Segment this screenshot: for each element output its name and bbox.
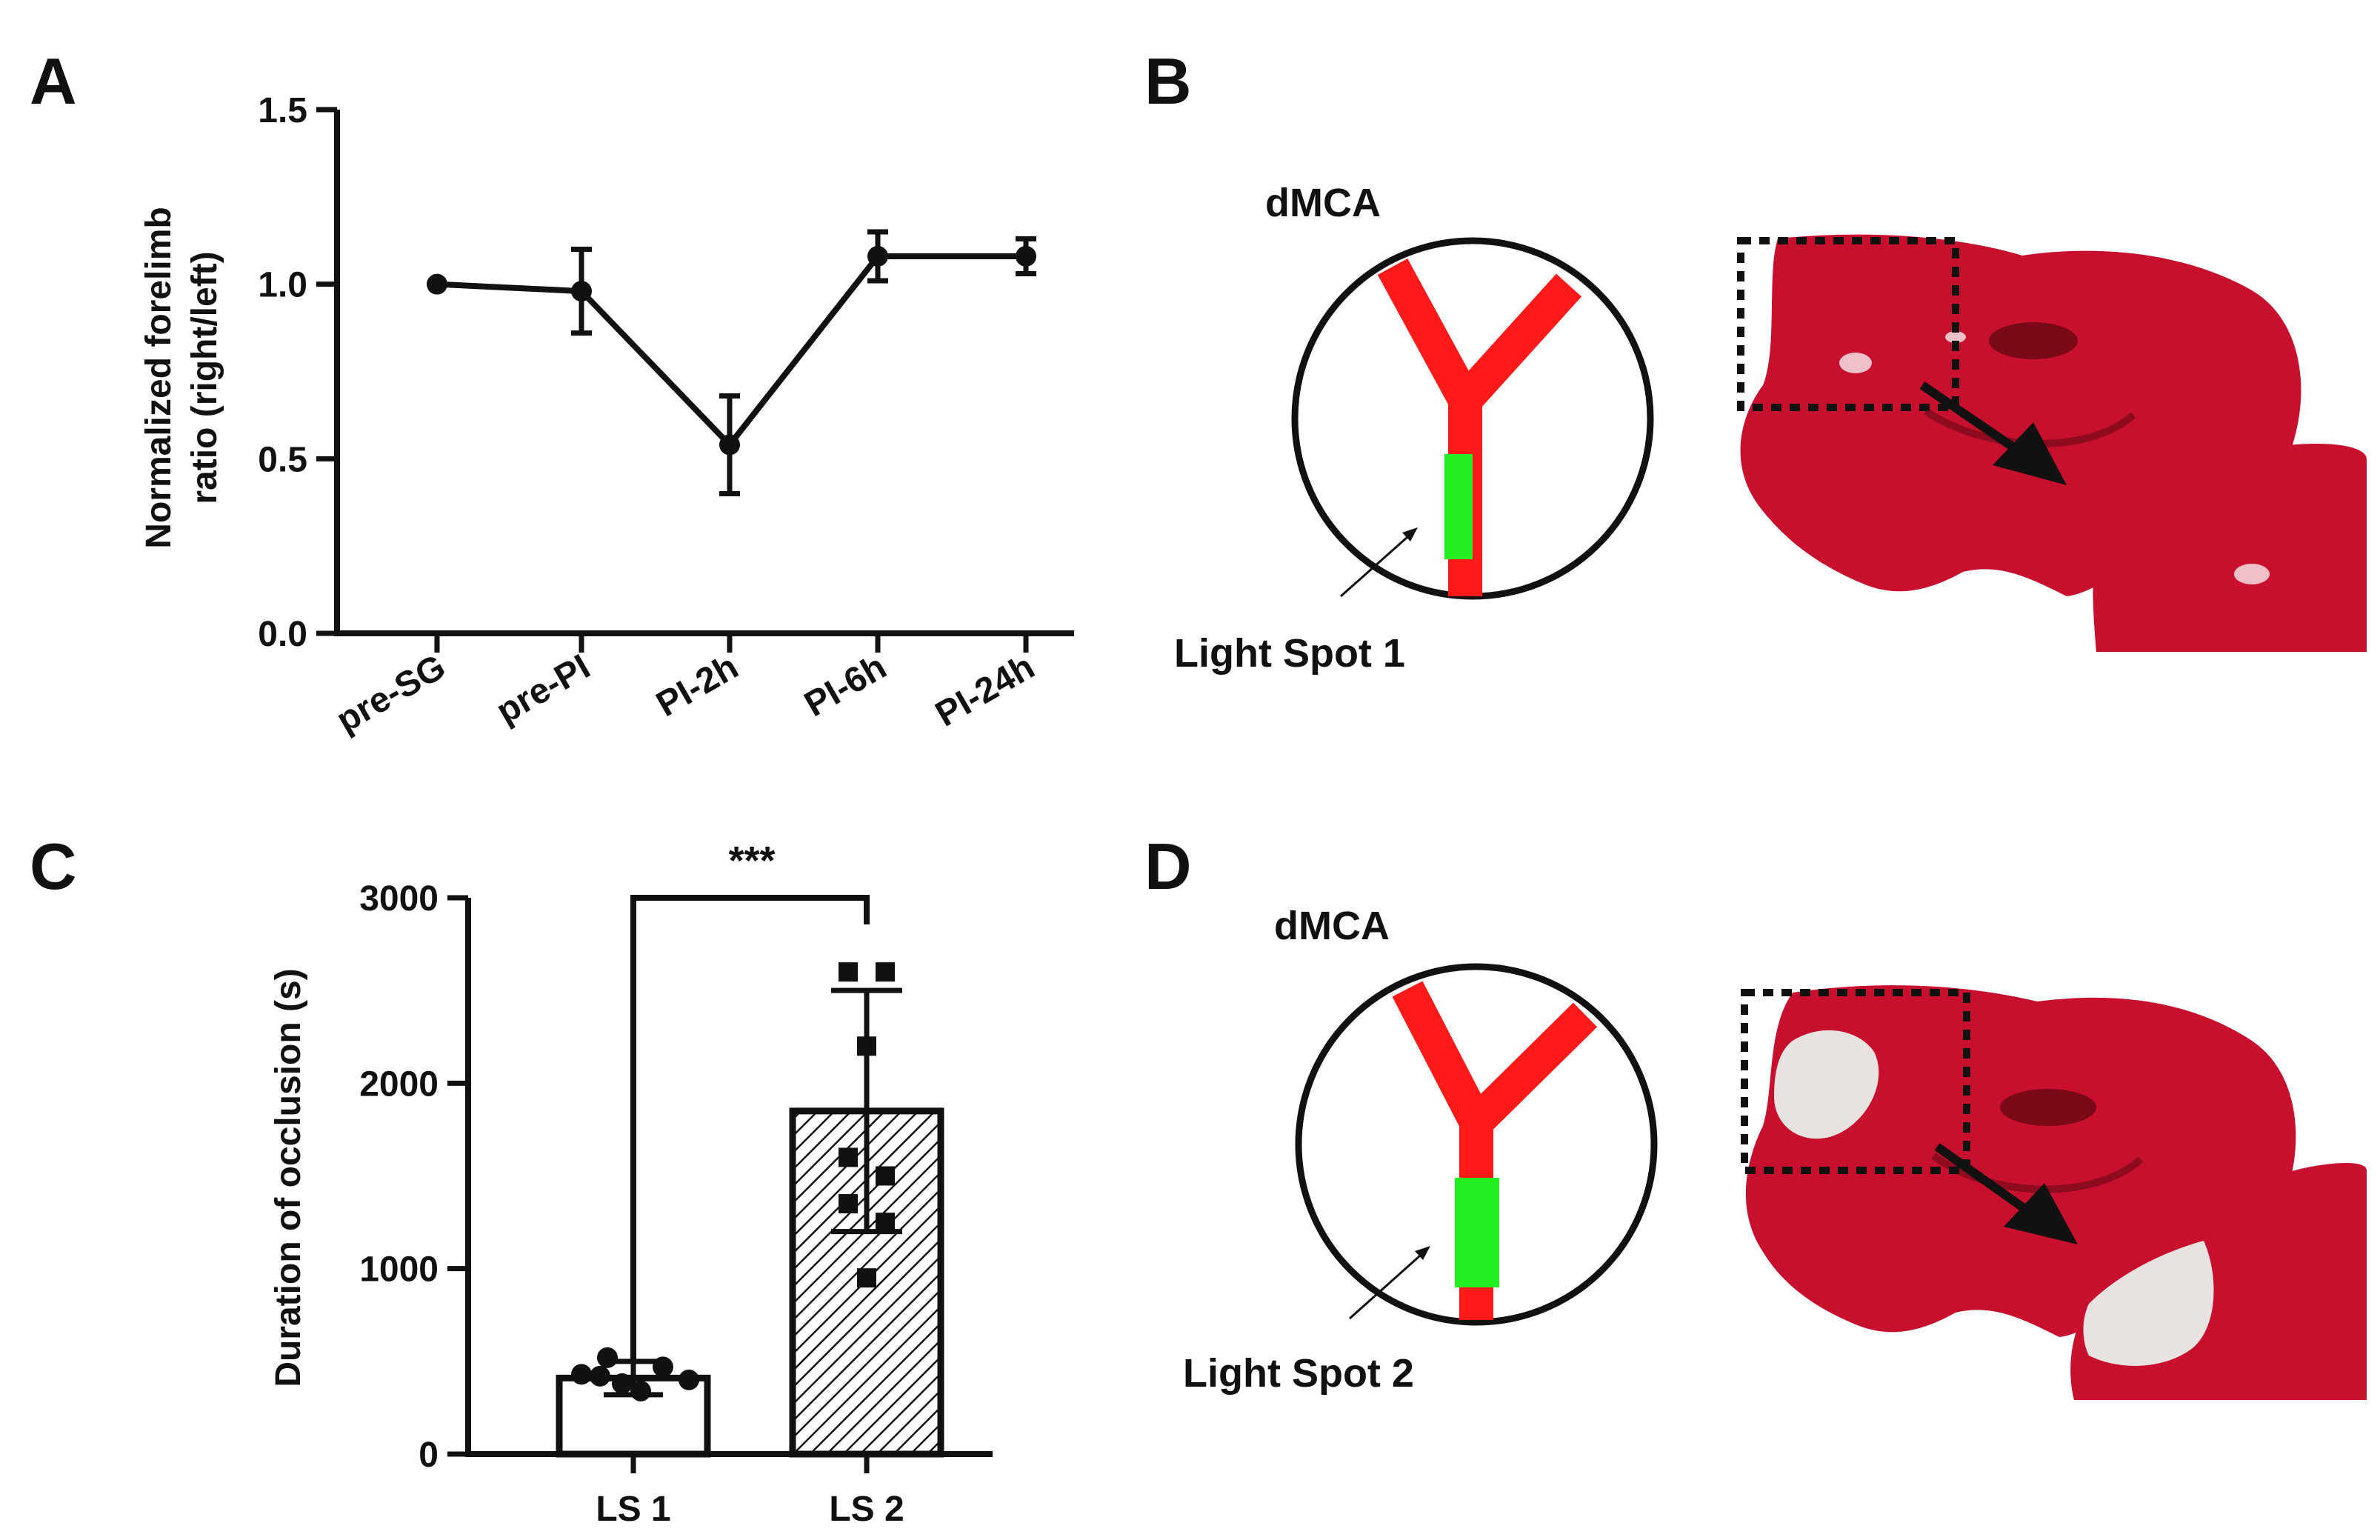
light-spot-2-marker bbox=[1455, 1178, 1499, 1287]
tissue-highlight bbox=[1945, 331, 1966, 343]
data-point bbox=[427, 273, 447, 295]
individual-point bbox=[612, 1373, 633, 1394]
individual-point bbox=[839, 1147, 858, 1167]
zoom-region-box bbox=[1737, 237, 1959, 411]
infarct-region bbox=[1774, 1030, 1879, 1139]
individual-point bbox=[590, 1365, 610, 1387]
panel-d: D dMCA Light Spot 2 bbox=[1144, 830, 2367, 1400]
zoom-arrow-head bbox=[1993, 422, 2067, 485]
panel-b: B dMCA Light Spot 1 bbox=[1144, 44, 2367, 676]
tissue-highlight bbox=[1839, 353, 1872, 373]
panel-b-spot-label: Light Spot 1 bbox=[1174, 631, 1405, 676]
ventricle bbox=[2000, 1089, 2096, 1126]
x-tick-label: PI-6h bbox=[798, 647, 893, 725]
x-tick-label: pre-PI bbox=[490, 647, 596, 732]
zoom-arrow-head bbox=[2004, 1183, 2078, 1244]
individual-point bbox=[876, 1213, 895, 1233]
panel-b-vessel-label: dMCA bbox=[1265, 181, 1381, 225]
panel-d-letter: D bbox=[1144, 830, 1192, 903]
panel-d-spot-label: Light Spot 2 bbox=[1183, 1351, 1414, 1396]
y-tick-label: 2000 bbox=[359, 1064, 439, 1104]
vessel-diagram-1 bbox=[1291, 237, 1654, 600]
panel-c-letter: C bbox=[30, 830, 77, 903]
individual-point bbox=[571, 1364, 592, 1385]
panel-a-ylabel-line1: Normalized forelimb bbox=[139, 207, 179, 548]
individual-point bbox=[839, 962, 858, 982]
panel-d-vessel-label: dMCA bbox=[1274, 904, 1390, 948]
individual-point bbox=[679, 1369, 699, 1390]
panel-c-bar-chart: 0 1000 2000 3000 LS 1 LS 2 bbox=[359, 879, 993, 1529]
y-tick-label: 3000 bbox=[359, 879, 439, 919]
x-tick-label: pre-SG bbox=[330, 647, 452, 741]
x-tick-label: PI-24h bbox=[929, 647, 1041, 735]
individual-point bbox=[876, 962, 895, 982]
panel-a-ylabel-line2: ratio (right/left) bbox=[185, 251, 224, 504]
light-spot-1-marker bbox=[1444, 454, 1473, 559]
significance-bracket bbox=[630, 895, 870, 1359]
pointer-arrow-head bbox=[1402, 527, 1418, 541]
y-tick-label: 0.0 bbox=[258, 615, 307, 654]
individual-point bbox=[630, 1380, 651, 1401]
panel-a: A Normalized forelimb ratio (right/left)… bbox=[30, 44, 1074, 741]
data-point bbox=[719, 434, 740, 456]
zoom-region-box bbox=[1741, 989, 1970, 1174]
individual-point bbox=[857, 1268, 876, 1288]
brain-section-1 bbox=[1737, 234, 2367, 652]
data-point bbox=[571, 281, 592, 302]
zoomed-inset bbox=[2093, 444, 2367, 652]
ventricle bbox=[1989, 322, 2078, 359]
significance-stars: *** bbox=[728, 839, 775, 883]
infarct-region-zoomed bbox=[2083, 1241, 2214, 1366]
y-tick-label: 0.5 bbox=[258, 440, 307, 479]
x-tick-label: LS 2 bbox=[829, 1490, 904, 1529]
pointer-arrow-line bbox=[1340, 530, 1414, 598]
data-point bbox=[867, 245, 888, 267]
brain-section-2 bbox=[1741, 985, 2367, 1400]
x-tick-label: PI-2h bbox=[650, 647, 744, 725]
individual-point bbox=[857, 1036, 876, 1056]
panel-c-ylabel: Duration of occlusion (s) bbox=[269, 968, 308, 1387]
panel-a-line-chart: 0.0 0.5 1.0 1.5 pre-SG pre-PI PI-2h PI-6h PI-24h bbox=[258, 91, 1074, 741]
data-point bbox=[1016, 245, 1036, 267]
pointer-arrow-line bbox=[1349, 1249, 1427, 1320]
pointer-arrow-head bbox=[1415, 1246, 1430, 1260]
y-tick-label: 1.0 bbox=[258, 266, 307, 305]
y-tick-label: 0 bbox=[419, 1436, 439, 1475]
x-tick-label: LS 1 bbox=[596, 1490, 670, 1529]
individual-point bbox=[876, 1166, 895, 1186]
tissue-highlight bbox=[2234, 564, 2270, 584]
vessel-diagram-2 bbox=[1295, 963, 1658, 1326]
panel-a-letter: A bbox=[30, 44, 77, 118]
zoom-arrow-line bbox=[1919, 381, 2025, 457]
individual-point bbox=[597, 1347, 618, 1368]
y-tick-label: 1.5 bbox=[258, 91, 307, 130]
panel-b-letter: B bbox=[1144, 44, 1192, 118]
y-tick-label: 1000 bbox=[359, 1250, 439, 1290]
panel-c: C Duration of occlusion (s) 0 1000 2000 300… bbox=[30, 830, 993, 1529]
individual-point bbox=[653, 1356, 673, 1378]
individual-point bbox=[839, 1194, 858, 1214]
zoom-arrow-line bbox=[1934, 1143, 2036, 1219]
